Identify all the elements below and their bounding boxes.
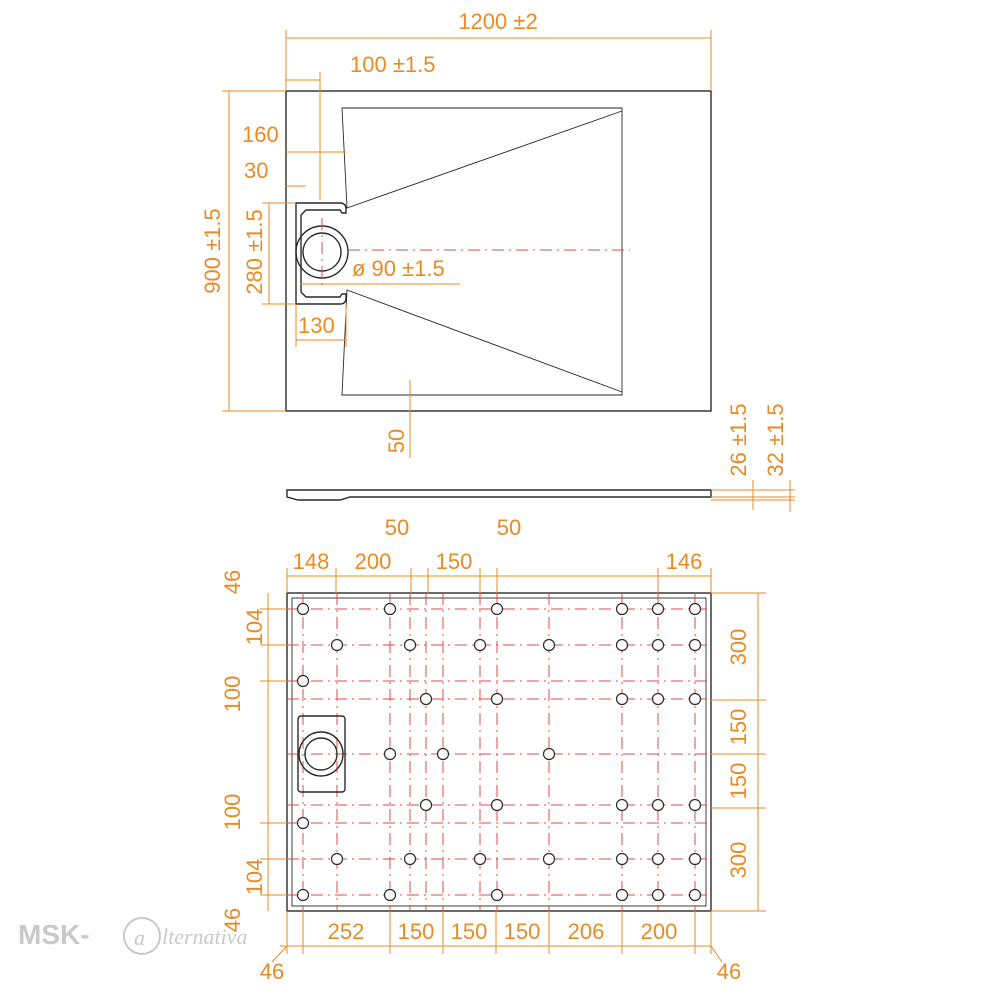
support-foot <box>419 798 433 812</box>
left-dim-100-bottom: 100 <box>220 794 245 831</box>
support-foot <box>473 852 487 866</box>
support-foot <box>330 852 344 866</box>
support-foot <box>651 692 665 706</box>
bottom-dim-150-b: 150 <box>451 919 488 944</box>
support-foot <box>296 888 310 902</box>
support-foot <box>651 888 665 902</box>
channel-label: 100 ±1.5 <box>350 52 435 77</box>
support-foot <box>542 852 556 866</box>
support-foot <box>296 602 310 616</box>
drain-housing <box>297 715 346 793</box>
top-dim-50-a: 50 <box>385 515 409 540</box>
support-foot <box>490 692 504 706</box>
support-foot <box>615 692 629 706</box>
underside-inner <box>291 597 707 907</box>
right-dim-300-bottom: 300 <box>726 842 751 879</box>
support-foot <box>615 852 629 866</box>
support-foot <box>651 798 665 812</box>
top-dim-146: 146 <box>666 549 703 574</box>
total-thickness-label: 32 ±1.5 <box>763 403 788 476</box>
top-dim-148: 148 <box>293 549 330 574</box>
support-feet <box>296 602 702 902</box>
left-dim-100-top: 100 <box>220 676 245 713</box>
bottom-dim-200: 200 <box>641 919 678 944</box>
bottom-dim-150-a: 150 <box>398 919 435 944</box>
channel-cutout <box>295 202 347 305</box>
support-foot <box>419 692 433 706</box>
support-foot <box>490 888 504 902</box>
watermark-logo: MSK- a lternativa <box>18 917 248 955</box>
left-offset-label: 160 <box>242 122 279 147</box>
left-dim-46-top: 46 <box>220 570 245 594</box>
top-view: 1200 ±2 100 ±1.5 160 30 900 ±1.5 280 ±1.… <box>200 9 712 458</box>
support-foot <box>436 747 450 761</box>
watermark-at-ring <box>123 917 161 955</box>
left-dim-104-bottom: 104 <box>242 859 267 896</box>
small-gap-label: 30 <box>244 158 268 183</box>
support-foot <box>688 852 702 866</box>
support-foot <box>688 888 702 902</box>
support-foot <box>542 638 556 652</box>
support-centerlines <box>287 593 711 911</box>
height-label: 900 ±1.5 <box>200 208 225 293</box>
support-foot <box>296 674 310 688</box>
support-foot <box>490 798 504 812</box>
watermark-at-letter: a <box>134 925 145 950</box>
tray-profile <box>286 489 712 501</box>
bottom-view: 148 200 150 146 50 50 46 104 100 100 104… <box>220 515 766 984</box>
bottom-gap-label: 50 <box>384 429 409 453</box>
corner-dim-46-right: 46 <box>717 959 741 984</box>
support-foot <box>383 747 397 761</box>
top-dim-150: 150 <box>436 549 473 574</box>
side-view: 26 ±1.5 32 ±1.5 <box>286 403 795 512</box>
drain-housing-outer <box>298 731 344 777</box>
top-dim-200: 200 <box>355 549 392 574</box>
tray-underside <box>286 592 712 912</box>
support-foot <box>330 638 344 652</box>
support-foot <box>403 852 417 866</box>
support-foot <box>688 602 702 616</box>
width-label: 1200 ±2 <box>458 9 537 34</box>
tray-outline <box>285 90 712 412</box>
right-dim-150-b: 150 <box>726 763 751 800</box>
support-foot <box>651 852 665 866</box>
support-foot <box>473 638 487 652</box>
left-dim-104-top: 104 <box>242 609 267 646</box>
support-foot <box>615 798 629 812</box>
bottom-dim-150-c: 150 <box>504 919 541 944</box>
support-foot <box>403 638 417 652</box>
drain-width-label: 130 <box>298 313 335 338</box>
drain-box-label: 280 ±1.5 <box>242 209 267 294</box>
right-dim-300-top: 300 <box>726 629 751 666</box>
bottom-dim-206: 206 <box>568 919 605 944</box>
support-foot <box>383 888 397 902</box>
support-foot <box>688 798 702 812</box>
support-foot <box>688 638 702 652</box>
support-foot <box>651 602 665 616</box>
drain-diameter-label: ø 90 ±1.5 <box>352 256 445 281</box>
support-foot <box>615 638 629 652</box>
support-foot <box>383 602 397 616</box>
watermark-script: lternativa <box>162 924 248 949</box>
support-foot <box>490 602 504 616</box>
bottom-dim-252: 252 <box>328 919 365 944</box>
corner-dim-46-left: 46 <box>260 959 284 984</box>
support-foot <box>542 747 556 761</box>
support-foot <box>688 692 702 706</box>
drain-field <box>341 107 623 396</box>
right-dim-150-a: 150 <box>726 709 751 746</box>
support-foot <box>615 602 629 616</box>
support-foot <box>296 816 310 830</box>
watermark-brand: MSK- <box>18 919 90 950</box>
left-dim-46-bottom: 46 <box>220 908 245 932</box>
support-foot <box>651 638 665 652</box>
top-dim-50-b: 50 <box>497 515 521 540</box>
support-foot <box>615 888 629 902</box>
drain-housing-inner <box>304 737 338 771</box>
thickness-label: 26 ±1.5 <box>726 403 751 476</box>
